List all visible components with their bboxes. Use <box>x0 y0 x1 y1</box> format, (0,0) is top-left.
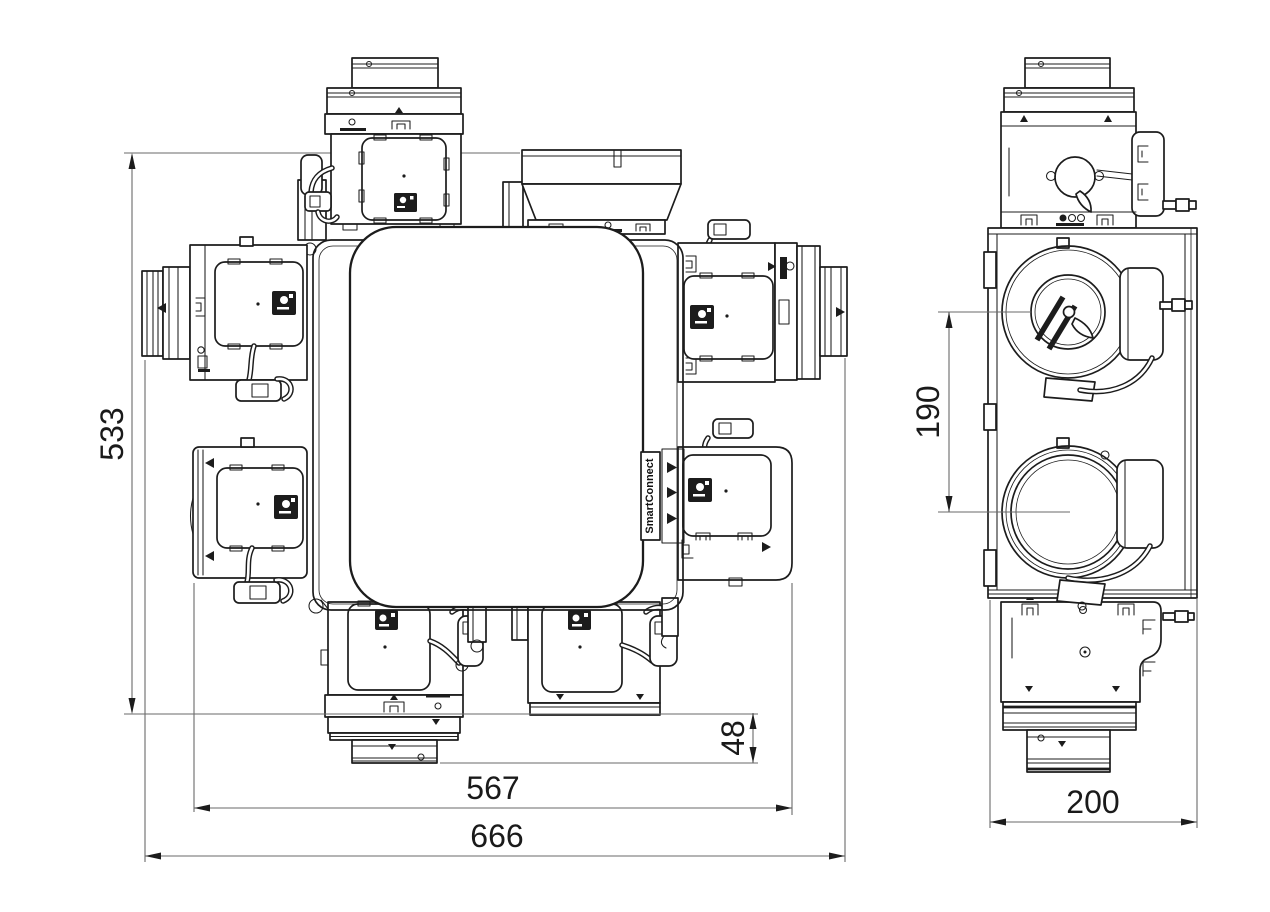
front-panel <box>348 225 645 609</box>
dim-200-value: 200 <box>1066 784 1119 820</box>
cable-plug-bottom <box>235 343 294 402</box>
damper-lever <box>1071 317 1094 339</box>
duct-connector-bottom-right <box>467 597 679 716</box>
cable-plug-bottom <box>233 545 294 604</box>
central-unit-body: SmartConnect <box>312 225 685 611</box>
dim-533: 533 <box>94 153 758 715</box>
dim-48-value: 48 <box>715 720 751 756</box>
control-module-icon <box>688 478 712 502</box>
bolt-right <box>1162 610 1195 623</box>
control-module-icon <box>375 610 398 630</box>
side-duct-connector-top <box>1000 57 1197 229</box>
product-name-text: SmartConnect <box>644 458 656 534</box>
side-duct-connector-bottom <box>1000 594 1195 773</box>
dim-533-value: 533 <box>94 407 130 460</box>
airflow-arrow-strip <box>661 448 685 544</box>
dim-190-value: 190 <box>910 385 946 438</box>
control-module-icon <box>568 610 591 630</box>
dim-666: 666 <box>144 358 846 862</box>
dim-567-value: 567 <box>466 770 519 806</box>
bolt-right <box>1159 298 1193 312</box>
dim-200: 200 <box>989 598 1198 828</box>
dim-48: 48 <box>440 713 758 764</box>
smartconnect-label: SmartConnect <box>640 451 661 541</box>
duct-connector-right-upper <box>677 219 848 383</box>
actuator-housing <box>1119 267 1164 361</box>
dimensions: 533 48 567 666 <box>94 153 1198 862</box>
cable-plug-left <box>300 154 340 224</box>
control-module-icon <box>272 291 296 315</box>
duct-connector-bottom-left <box>308 598 484 764</box>
top-view: SmartConnect <box>141 57 848 764</box>
exhaust-hood <box>521 149 682 235</box>
control-module-icon <box>274 495 298 519</box>
side-view <box>983 57 1198 773</box>
control-module-icon <box>394 193 417 212</box>
duct-connector-left-lower <box>189 437 308 604</box>
actuator-housing <box>1116 459 1164 549</box>
control-module-icon <box>690 305 714 329</box>
bolt-right <box>1162 198 1197 212</box>
duct-connector-left-upper <box>141 236 308 402</box>
dim-190: 190 <box>910 311 1070 513</box>
duct-connector-top <box>300 57 464 231</box>
duct-connector-right-lower <box>677 418 793 587</box>
dim-567: 567 <box>193 583 793 815</box>
dim-666-value: 666 <box>470 818 523 854</box>
